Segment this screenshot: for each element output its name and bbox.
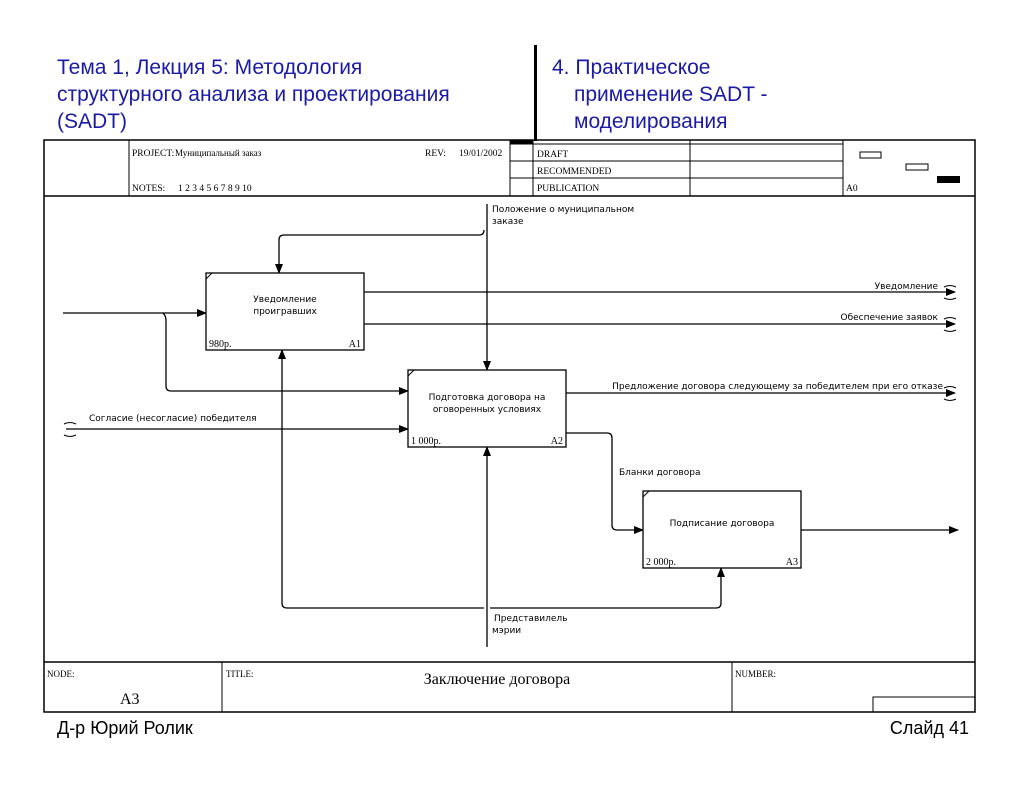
idef0-header: [128, 139, 844, 196]
title-divider: [534, 45, 537, 141]
label-control-line2: заказе: [492, 217, 524, 227]
author: Д-р Юрий Ролик: [57, 718, 193, 738]
status-draft: DRAFT: [537, 150, 568, 160]
box-a3-line1: Подписание договора: [670, 519, 775, 529]
notes-label: NOTES:: [132, 184, 165, 194]
context-thumbnail-icon: [859, 151, 960, 183]
number-label: NUMBER:: [735, 669, 776, 679]
box-a2-cost: 1 000р.: [411, 436, 441, 447]
arrow-input-branch-a2: [162, 312, 409, 395]
label-input-consent: Согласие (несогласие) победителя: [89, 414, 257, 424]
label-output-offer: Предложение договора следующему за побед…: [612, 382, 943, 392]
box-a1-cost: 980р.: [209, 339, 232, 350]
label-mechanism-line2: мэрии: [492, 626, 521, 636]
notes-value: 1 2 3 4 5 6 7 8 9 10: [178, 184, 252, 194]
label-forms: Бланки договора: [619, 468, 700, 478]
slide-title-right: 4. Практическое применение SADT - модели…: [552, 54, 952, 135]
title-label: TITLE:: [226, 669, 254, 679]
box-a3-id: A3: [786, 557, 798, 568]
status-recommended: RECOMMENDED: [537, 167, 612, 177]
box-a3-cost: 2 000р.: [646, 557, 676, 568]
title-line: моделирования: [574, 110, 728, 133]
label-output-notify: Уведомление: [875, 282, 939, 292]
box-a1-line2: проигравших: [253, 307, 317, 317]
project-value: Муниципальный заказ: [175, 148, 262, 158]
label-mechanism-line1: Представилель: [494, 614, 567, 624]
title-line: (SADT): [57, 110, 127, 133]
node-label: NODE:: [47, 669, 75, 679]
rev-label: REV:: [425, 149, 446, 159]
title-line: структурного анализа и проектирования: [57, 83, 450, 106]
slide-title-left: Тема 1, Лекция 5: Методология структурно…: [57, 54, 527, 135]
context-node: A0: [846, 184, 858, 194]
box-a2-line2: оговоренных условиях: [433, 405, 542, 415]
arrow-mechanism-to-a3: [490, 567, 725, 609]
title-line: Тема 1, Лекция 5: Методология: [57, 56, 363, 79]
arrow-control-to-a1: [275, 229, 485, 274]
node-value: A3: [120, 691, 140, 708]
activity-box-a2[interactable]: Подготовка договора на оговоренных услов…: [407, 369, 567, 448]
slide-number: Слайд 41: [889, 718, 969, 738]
diagram-title: Заключение договора: [424, 671, 570, 688]
label-control-line1: Положение о муниципальном: [492, 205, 634, 215]
box-a1-line1: Уведомление: [253, 295, 317, 305]
label-output-bids: Обеспечение заявок: [841, 313, 939, 323]
activity-box-a3[interactable]: Подписание договора 2 000р. A3: [642, 490, 802, 569]
arrow-mechanism-to-a1: [278, 349, 484, 609]
idef0-footer: [221, 662, 975, 712]
box-a2-line1: Подготовка договора на: [429, 393, 546, 403]
tunnel-icons: [63, 285, 957, 437]
box-a1-id: A1: [349, 339, 361, 350]
activity-box-a1[interactable]: Уведомление проигравших 980р. A1: [205, 272, 365, 351]
rev-value: 19/01/2002: [459, 149, 503, 159]
title-line: применение SADT -: [574, 83, 768, 106]
project-label: PROJECT:: [132, 149, 174, 159]
box-a2-id: A2: [551, 436, 563, 447]
arrow-forms: [566, 432, 644, 534]
status-publication: PUBLICATION: [537, 184, 599, 194]
title-line: 4. Практическое: [552, 56, 711, 79]
